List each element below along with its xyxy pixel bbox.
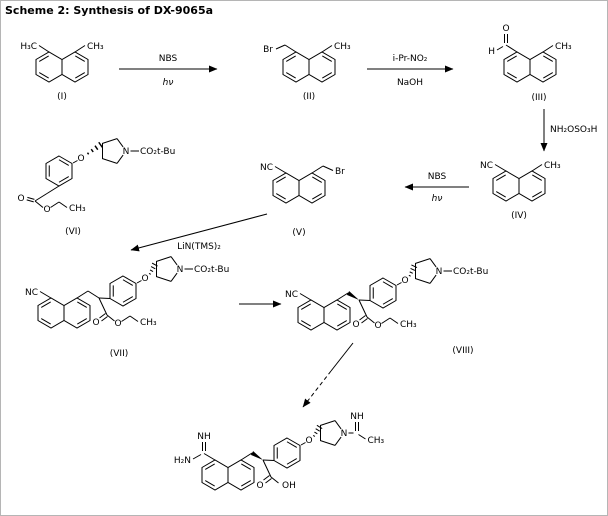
atom-carbonyl-oxygen-label: O bbox=[17, 194, 24, 204]
group-boc-label: CO₂t-Bu bbox=[453, 267, 488, 277]
structure-IV: NC CH₃ (IV) bbox=[480, 161, 561, 221]
reagent-below-label: hν bbox=[432, 194, 443, 204]
reaction-arrow-dashed-part bbox=[302, 370, 332, 408]
reagent-above-label: NBS bbox=[428, 172, 447, 182]
compound-iv-label: (IV) bbox=[511, 211, 527, 221]
reagent-above-label: NBS bbox=[159, 54, 178, 64]
reagent-label: NH₂OSO₃H bbox=[550, 125, 597, 135]
atom-ether-oxygen-label: O bbox=[305, 436, 312, 446]
compound-i-label: (I) bbox=[57, 92, 67, 102]
bond-lines bbox=[35, 45, 89, 83]
compound-vii-label: (VII) bbox=[110, 349, 129, 359]
atom-bromo-label: Br bbox=[335, 167, 345, 177]
atom-nitrogen-label: N bbox=[436, 267, 443, 277]
atom-nitrogen-label: N bbox=[123, 147, 130, 157]
atom-nitrogen-label: N bbox=[177, 265, 184, 275]
structure-product-dx9065a: NH H₂N O N NH CH₃ O OH bbox=[174, 412, 385, 491]
structure-VII: NC O N CO₂t-Bu O O CH₃ (VII) bbox=[25, 256, 229, 359]
compound-ii-label: (II) bbox=[303, 92, 315, 102]
atom-hydrogen-label: H bbox=[488, 47, 495, 57]
atom-nitrogen-label: N bbox=[341, 429, 348, 439]
structure-VIII: NC O N CO₂t-Bu O O CH₃ (VIII) bbox=[285, 258, 488, 356]
arrow-step4: NBS hν bbox=[404, 172, 469, 204]
arrow-step2: i-Pr-NO₂ NaOH bbox=[367, 54, 454, 88]
atom-nitrile-label: NC bbox=[285, 290, 298, 300]
atom-nitrile-label: NC bbox=[260, 163, 273, 173]
atom-ester-oxygen-label: O bbox=[43, 205, 50, 215]
compound-iii-label: (III) bbox=[532, 93, 547, 103]
atom-methyl-label: CH₃ bbox=[69, 204, 86, 214]
compound-viii-label: (VIII) bbox=[452, 346, 473, 356]
atom-ether-oxygen-label: O bbox=[141, 274, 148, 284]
atom-imidoyl-nh-label: NH bbox=[350, 412, 364, 422]
arrow-step7-multistep bbox=[302, 342, 354, 408]
atom-carbonyl-oxygen-label: O bbox=[92, 318, 99, 328]
atom-methyl-left-label: H₃C bbox=[20, 42, 37, 52]
structure-V: NC Br (V) bbox=[260, 163, 345, 238]
atom-hydroxyl-label: OH bbox=[282, 481, 296, 491]
atom-carbonyl-oxygen-label: O bbox=[256, 481, 263, 491]
reagent-below-label: hν bbox=[163, 78, 174, 88]
stereo-wedge-bond bbox=[346, 291, 359, 300]
bond-lines bbox=[192, 420, 366, 491]
stereo-wedge-bond bbox=[250, 451, 263, 460]
reaction-arrow-solid-part bbox=[330, 342, 354, 372]
bond-lines bbox=[272, 165, 334, 204]
bond-lines bbox=[26, 138, 139, 208]
atom-ether-oxygen-label: O bbox=[77, 154, 84, 164]
compound-vi-label: (VI) bbox=[65, 227, 81, 237]
bond-lines bbox=[496, 34, 557, 83]
reagent-below-label: NaOH bbox=[397, 78, 423, 88]
atom-ester-oxygen-label: O bbox=[374, 321, 381, 331]
atom-methyl-label: CH₃ bbox=[334, 42, 351, 52]
structure-I: H₃C CH₃ (I) bbox=[20, 42, 104, 102]
atom-methyl-label: CH₃ bbox=[400, 320, 417, 330]
bond-lines bbox=[492, 164, 546, 202]
structure-VI: O N CO₂t-Bu O O CH₃ (VI) bbox=[17, 138, 175, 237]
arrow-step3: NH₂OSO₃H bbox=[540, 109, 597, 152]
reagent-label: LiN(TMS)₂ bbox=[177, 242, 221, 252]
atom-carbonyl-oxygen-label: O bbox=[352, 320, 359, 330]
bond-lines bbox=[275, 44, 336, 83]
atom-methyl-label: CH₃ bbox=[368, 436, 385, 446]
atom-bromo-label: Br bbox=[263, 45, 273, 55]
bond-lines bbox=[297, 258, 452, 331]
atom-oxygen-label: O bbox=[502, 24, 509, 34]
compound-v-label: (V) bbox=[292, 228, 305, 238]
atom-amine-label: H₂N bbox=[174, 456, 191, 466]
reagent-above-label: i-Pr-NO₂ bbox=[393, 54, 428, 64]
atom-methyl-label: CH₃ bbox=[555, 42, 572, 52]
atom-ether-oxygen-label: O bbox=[401, 276, 408, 286]
arrow-step1: NBS hν bbox=[119, 54, 218, 88]
atom-methyl-label: CH₃ bbox=[140, 318, 157, 328]
structure-III: O H CH₃ (III) bbox=[488, 24, 572, 103]
atom-methyl-right-label: CH₃ bbox=[87, 42, 104, 52]
atom-nitrile-label: NC bbox=[480, 161, 493, 171]
atom-amidine-nh-label: NH bbox=[197, 432, 211, 442]
structure-II: Br CH₃ (II) bbox=[263, 42, 351, 102]
bond-lines bbox=[37, 256, 193, 329]
reaction-arrow bbox=[130, 213, 268, 252]
arrow-step5: LiN(TMS)₂ bbox=[130, 213, 268, 252]
scheme-title: Scheme 2: Synthesis of DX-9065a bbox=[5, 4, 213, 17]
group-boc-label: CO₂t-Bu bbox=[194, 265, 229, 275]
atom-ester-oxygen-label: O bbox=[114, 319, 121, 329]
atom-nitrile-label: NC bbox=[25, 288, 38, 298]
atom-methyl-label: CH₃ bbox=[544, 161, 561, 171]
group-boc-label: CO₂t-Bu bbox=[140, 147, 175, 157]
